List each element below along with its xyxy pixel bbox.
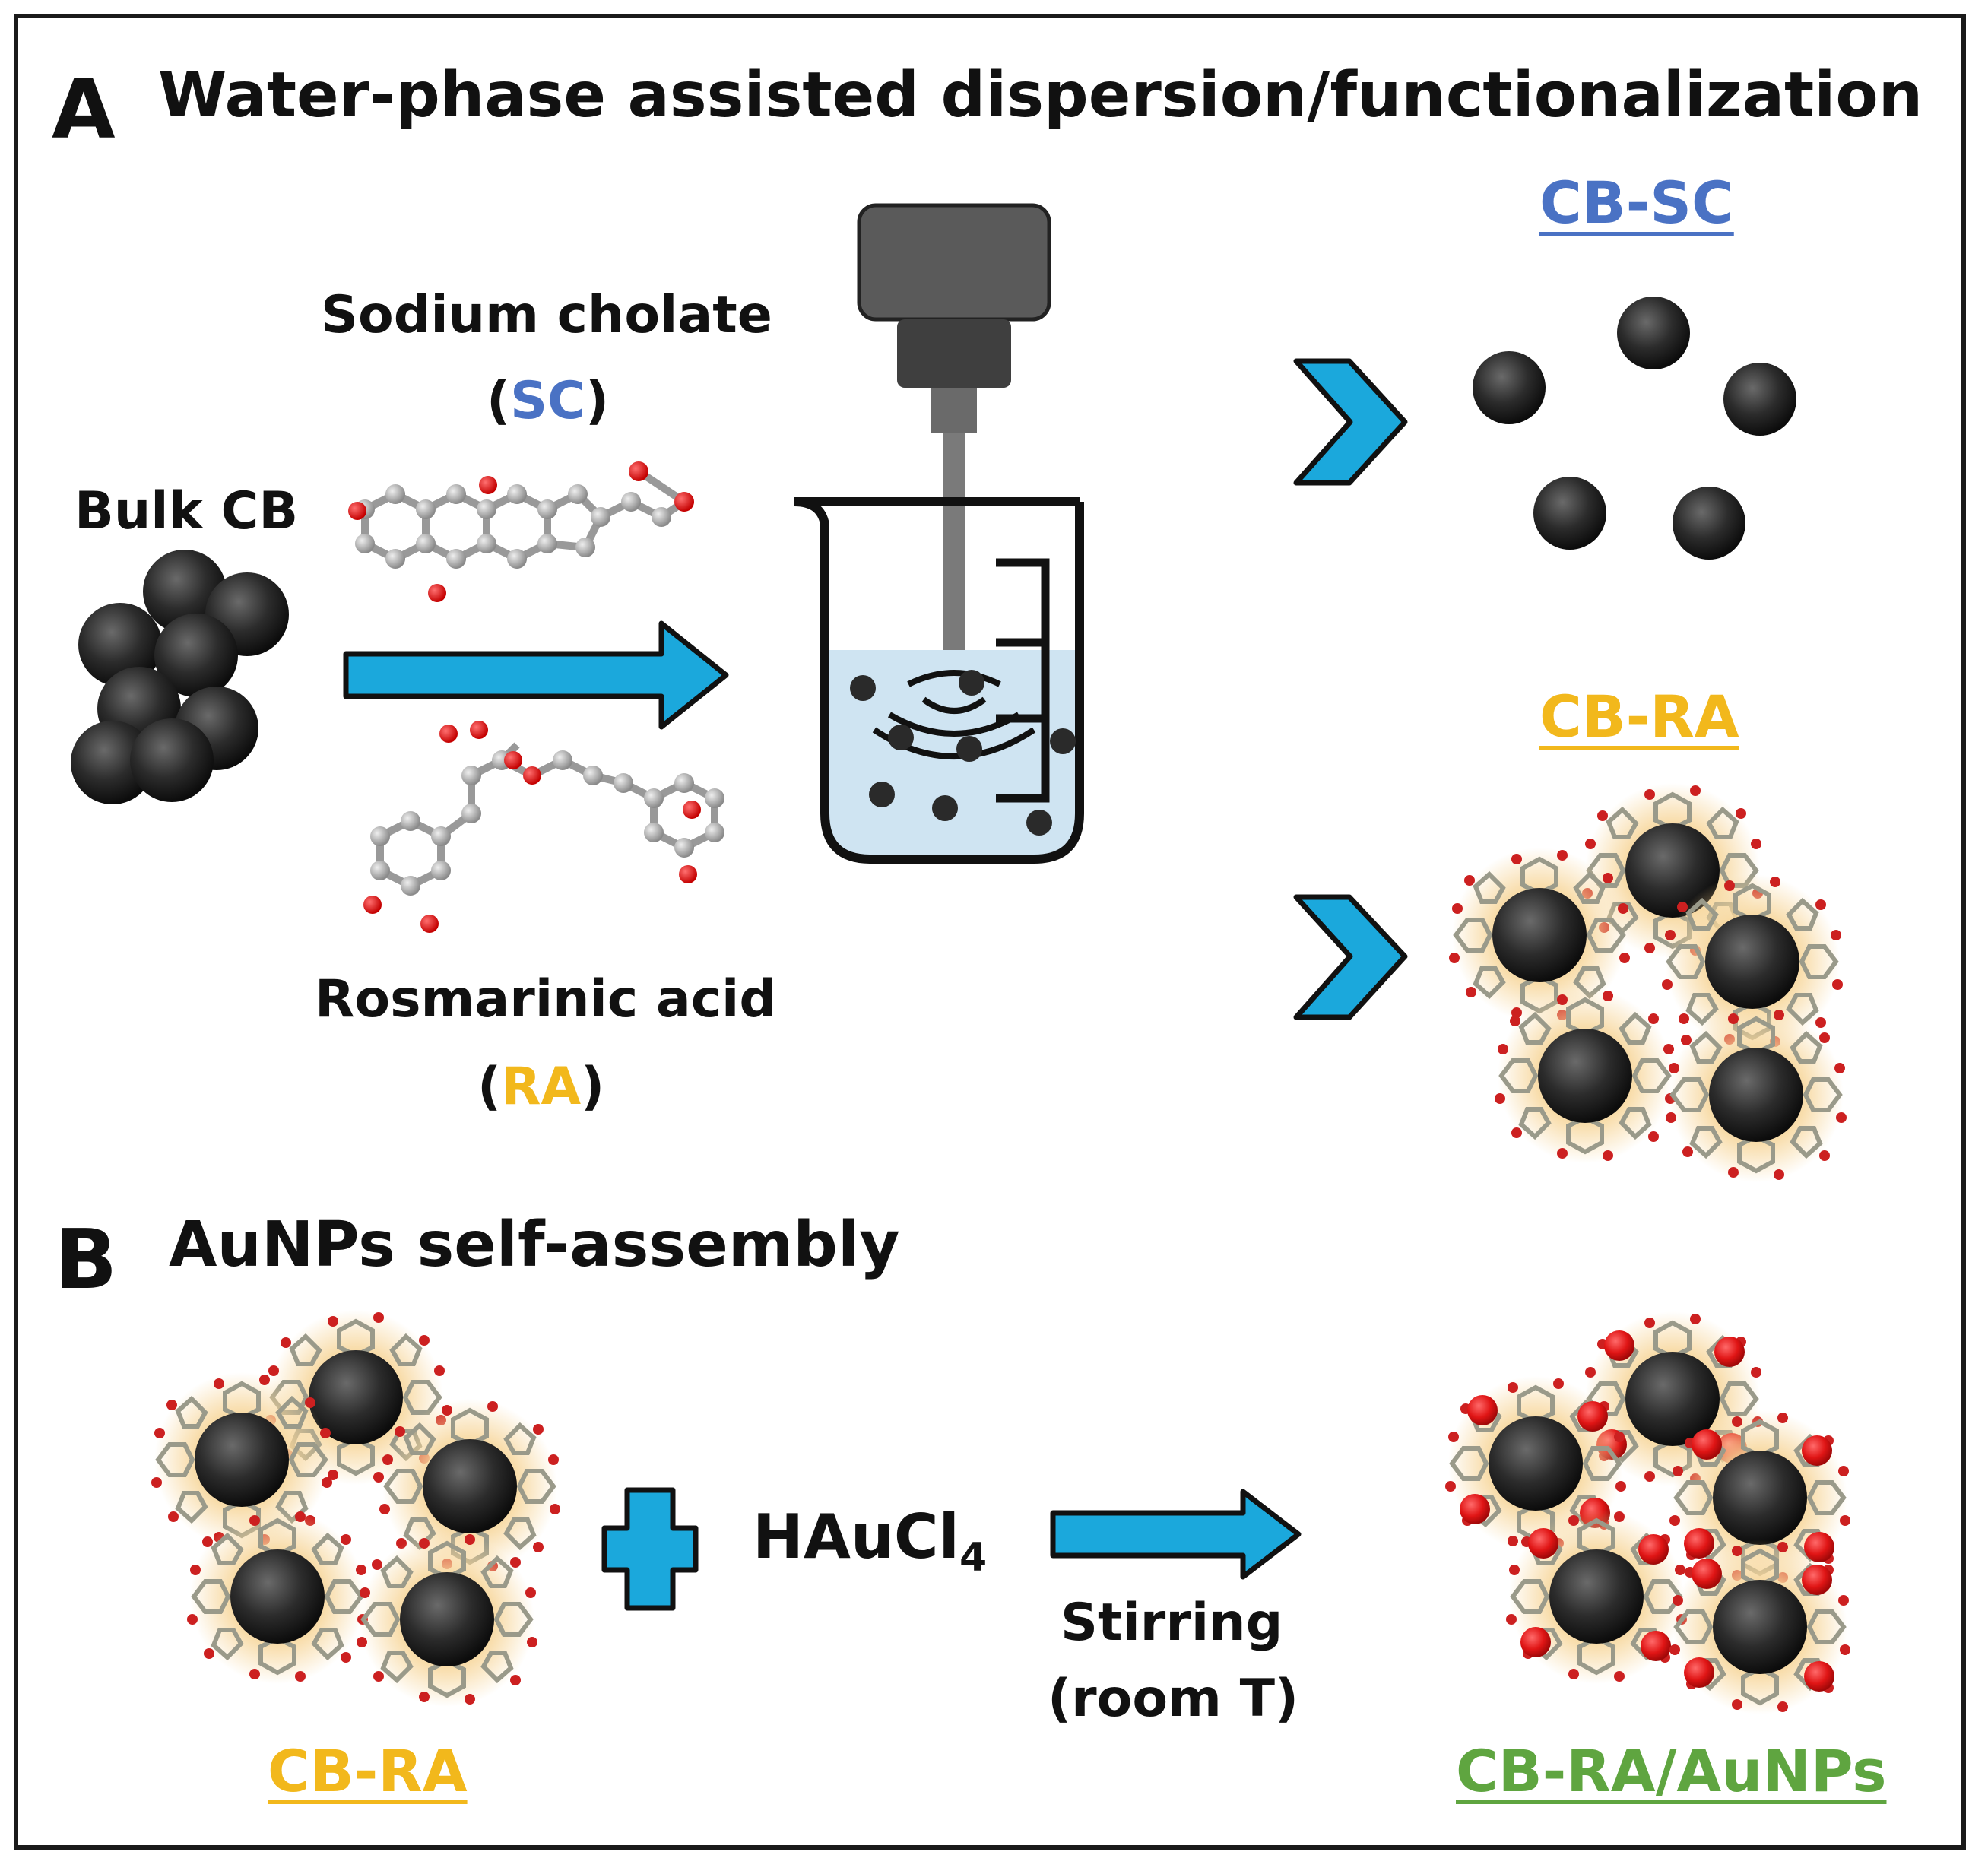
cb-ra-aunps-particles: [1445, 1311, 1850, 1714]
sonicator-probe-icon: [857, 203, 1051, 692]
beaker-icon: [794, 497, 1084, 864]
cb-sc-product-label: CB-SC: [1539, 169, 1734, 236]
sodium-cholate-molecule: [348, 461, 694, 602]
bulk-cb-aggregate: [71, 550, 289, 804]
panel-a-letter: A: [52, 62, 116, 157]
figure-border: [14, 14, 1966, 1850]
sc-abbr-label: (SC): [487, 371, 610, 431]
ra-abbr-label: (RA): [477, 1057, 605, 1117]
sc-name-label: Sodium cholate: [321, 285, 772, 345]
right-arrow-icon: [343, 620, 729, 730]
chevron-right-icon: [1293, 358, 1408, 486]
ra-name-label: Rosmarinic acid: [315, 969, 777, 1029]
panel-b-letter: B: [55, 1213, 118, 1308]
cb-ra-reactant-label: CB-RA: [268, 1737, 468, 1805]
plus-icon: [601, 1487, 699, 1611]
bulk-cb-label: Bulk CB: [75, 481, 299, 541]
condition-room-t-label: (room T): [1048, 1669, 1299, 1729]
reagent-label: HAuCl4: [753, 1502, 988, 1581]
cb-ra-aunps-product-label: CB-RA/AuNPs: [1456, 1737, 1887, 1805]
panel-b-title: AuNPs self-assembly: [169, 1209, 900, 1281]
condition-stirring-label: Stirring: [1061, 1593, 1283, 1653]
cb-ra-particles-a: [1449, 783, 1847, 1182]
rosmarinic-acid-molecule: [363, 721, 724, 933]
cb-ra-product-label: CB-RA: [1539, 683, 1739, 750]
panel-a-title: Water-phase assisted dispersion/function…: [158, 59, 1923, 132]
cb-ra-particles-b: [151, 1310, 560, 1707]
right-arrow-icon: [1050, 1489, 1302, 1580]
cb-sc-particles: [1473, 297, 1796, 560]
chevron-right-icon: [1293, 894, 1408, 1020]
